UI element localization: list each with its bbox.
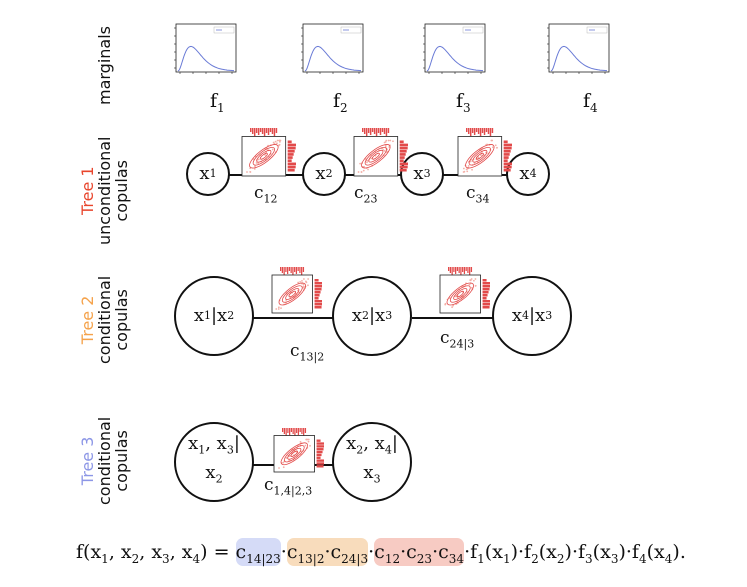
copula-plot-c34 bbox=[456, 126, 512, 178]
tree2-edge-13-2 bbox=[250, 317, 336, 319]
marginals-label: marginals bbox=[96, 26, 113, 105]
marginal-label-3: f3 bbox=[456, 90, 471, 115]
tree1-line2: copulas bbox=[113, 136, 130, 245]
copula-plot-c12 bbox=[240, 126, 296, 178]
marginals-label-text: marginals bbox=[95, 26, 114, 105]
tree1-node-x2: x2 bbox=[302, 152, 346, 196]
tree3-node-x2x4-given-x3: x2, x4| x3 bbox=[332, 422, 412, 502]
tree3-node2-line1: x2, x4| bbox=[346, 433, 398, 462]
marginal-label-4: f4 bbox=[583, 90, 598, 115]
tree3-line1: conditional bbox=[96, 417, 113, 505]
tree2-factor-highlight: c13|2·c24|3 bbox=[287, 538, 368, 566]
marginal-density-plot-4 bbox=[541, 22, 613, 80]
marginal-density-plot-1 bbox=[168, 22, 240, 80]
tree1-edge-label-12: c12 bbox=[254, 183, 278, 205]
tree1-edge-label-23: c23 bbox=[354, 183, 378, 205]
tree2-line2: copulas bbox=[113, 276, 130, 364]
tree3-node2-line2: x3 bbox=[363, 462, 380, 491]
copula-plot-c24-3 bbox=[438, 265, 490, 315]
copula-plot-c14-23 bbox=[272, 426, 324, 474]
tree2-edge-24-3 bbox=[412, 317, 496, 319]
tree3-factor-highlight: c14|23 bbox=[236, 538, 281, 566]
tree2-node-x1-given-x2: x1|x2 bbox=[174, 276, 254, 356]
tree1-node-x4: x4 bbox=[506, 152, 550, 196]
tree1-label: Tree 1 unconditional copulas bbox=[79, 136, 130, 245]
tree2-node-x4-given-x3: x4|x3 bbox=[492, 276, 572, 356]
tree3-node-x1x3-given-x2: x1, x3| x2 bbox=[174, 422, 254, 502]
marginal-label-2: f2 bbox=[333, 90, 348, 115]
tree2-label: Tree 2 conditional copulas bbox=[79, 276, 130, 364]
tree2-name: Tree 2 bbox=[79, 276, 96, 364]
tree1-factor-highlight: c12·c23·c34 bbox=[374, 538, 464, 566]
tree1-name: Tree 1 bbox=[79, 136, 96, 245]
tree2-edge-label-24-3: c24|3 bbox=[440, 328, 474, 350]
tree3-node1-line2: x2 bbox=[205, 462, 222, 491]
tree1-line1: unconditional bbox=[96, 136, 113, 245]
marginal-density-plot-2 bbox=[295, 22, 367, 80]
tree3-name: Tree 3 bbox=[79, 417, 96, 505]
copula-plot-c13-2 bbox=[270, 265, 322, 315]
tree1-edge-label-34: c34 bbox=[466, 183, 490, 205]
marginal-density-plot-3 bbox=[417, 22, 489, 80]
tree3-label: Tree 3 conditional copulas bbox=[79, 417, 130, 505]
tree3-node1-line1: x1, x3| bbox=[188, 433, 240, 462]
tree2-node-x2-given-x3: x2|x3 bbox=[332, 276, 412, 356]
marginal-label-1: f1 bbox=[210, 90, 225, 115]
vine-density-equation: f(x1, x2, x3, x4) = c14|23·c13|2·c24|3·c… bbox=[76, 541, 686, 566]
tree3-edge-label-14-23: c1,4|2,3 bbox=[264, 475, 312, 497]
tree2-line1: conditional bbox=[96, 276, 113, 364]
copula-plot-c23 bbox=[352, 126, 408, 178]
tree1-node-x1: x1 bbox=[186, 152, 230, 196]
tree2-edge-label-13-2: c13|2 bbox=[290, 341, 324, 363]
tree3-line2: copulas bbox=[113, 417, 130, 505]
